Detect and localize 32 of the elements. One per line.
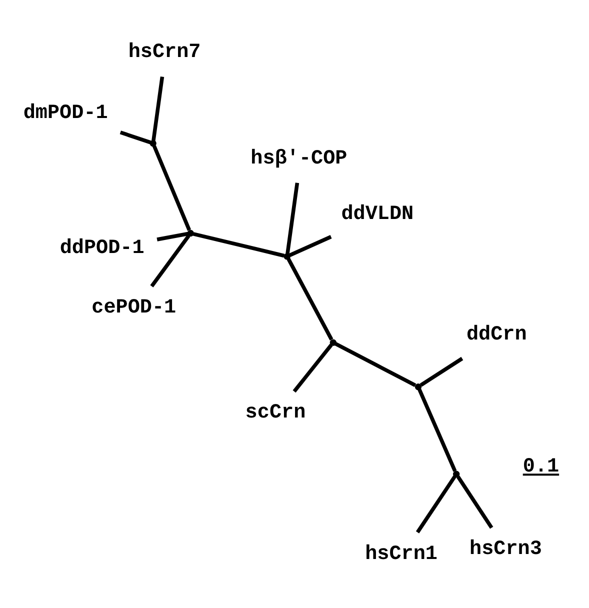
node-text: hsCrn1 <box>365 542 438 566</box>
node-text: cePOD-1 <box>92 296 176 319</box>
node-text: dmPOD-1 <box>23 101 108 124</box>
node-text: scCrn <box>245 401 306 424</box>
connector <box>456 475 494 528</box>
node-point <box>150 140 156 146</box>
node-point <box>330 338 337 346</box>
connector <box>286 258 334 340</box>
node-point <box>284 252 290 260</box>
connector <box>192 232 285 258</box>
connector <box>416 474 456 533</box>
node-text: hsCrn3 <box>470 538 542 561</box>
node-text: hsβ'-COP <box>250 147 348 170</box>
node-text: ddCrn <box>466 322 527 346</box>
label: 0.1 <box>522 455 560 478</box>
connector <box>288 234 332 256</box>
node-point <box>453 470 460 477</box>
connector <box>286 182 300 254</box>
connector <box>152 76 164 140</box>
connector <box>120 130 152 144</box>
connector <box>334 342 416 386</box>
connector <box>420 356 464 386</box>
connector <box>292 343 333 392</box>
node-text: ddVLDN <box>341 202 414 226</box>
connector <box>152 144 192 230</box>
connector <box>156 231 188 241</box>
node-point <box>414 382 422 390</box>
node-text: hsCrn7 <box>128 40 201 64</box>
node-point <box>187 229 194 236</box>
node-text: ddPOD-1 <box>60 236 144 260</box>
connector <box>150 234 190 287</box>
connector <box>418 388 457 472</box>
